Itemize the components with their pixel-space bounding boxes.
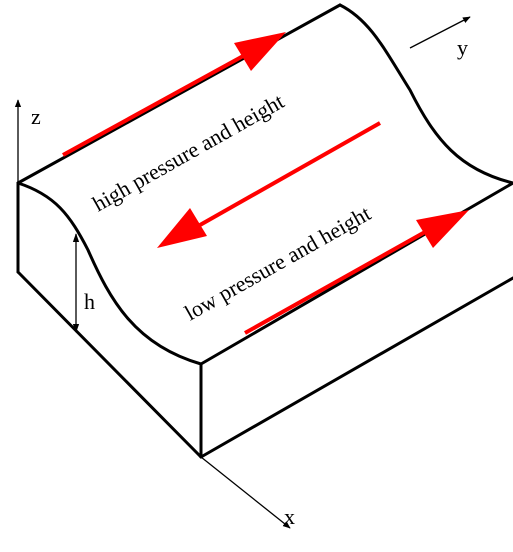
- y-axis-label: y: [457, 35, 468, 60]
- flow-arrow-bottom: [244, 210, 469, 335]
- axes: [14, 16, 471, 529]
- y-axis-line: [409, 16, 471, 49]
- x-axis-label: x: [284, 504, 295, 529]
- flow-arrows: [62, 32, 469, 335]
- left-face-profile: [16, 181, 203, 366]
- height-label: h: [84, 289, 95, 314]
- slab-outline: [16, 3, 513, 459]
- x-axis-line: [200, 456, 291, 529]
- z-axis-label: z: [31, 104, 41, 129]
- flow-arrow-top: [62, 32, 286, 157]
- top-back-edge: [16, 3, 342, 185]
- right-face-profile: [338, 3, 513, 185]
- upper-annotation: high pressure and height: [88, 88, 288, 216]
- bottom-left-edge: [16, 270, 203, 459]
- flow-arrow-middle: [157, 121, 381, 248]
- bottom-front-edge: [199, 276, 513, 459]
